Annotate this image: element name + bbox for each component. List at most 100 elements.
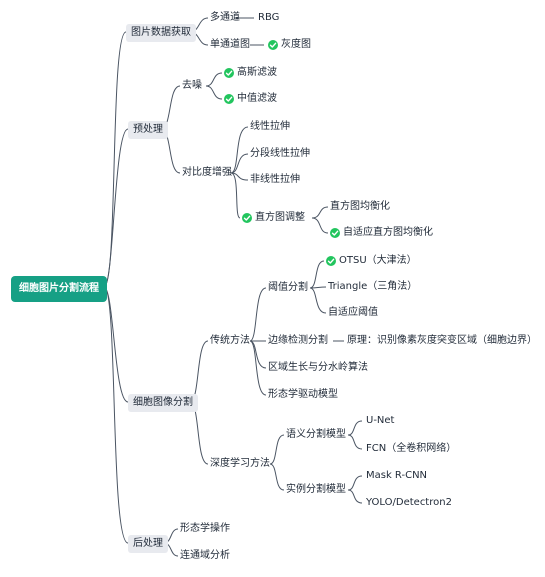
- rgb-node[interactable]: RBG: [258, 11, 279, 25]
- morph-ops-node[interactable]: 形态学操作: [180, 522, 230, 536]
- nonlinear-node[interactable]: 非线性拉伸: [250, 173, 300, 187]
- linear-label: 线性拉伸: [250, 121, 290, 132]
- connector-semantic-unet: [347, 420, 363, 436]
- acquire-node[interactable]: 图片数据获取: [126, 24, 196, 42]
- check-icon: [268, 40, 278, 50]
- hist-eq-node[interactable]: 直方图均衡化: [330, 200, 390, 214]
- segmentation-label: 细胞图像分割: [133, 397, 193, 408]
- traditional-label: 传统方法: [210, 335, 250, 346]
- connector-seg-traditional: [189, 340, 209, 403]
- hist-node[interactable]: 直方图调整: [242, 211, 305, 225]
- connector-contrast-hist: [230, 172, 241, 219]
- connected-label: 连通域分析: [180, 550, 230, 561]
- deep-label: 深度学习方法: [210, 458, 270, 469]
- postprocess-label: 后处理: [133, 538, 163, 549]
- edge-principle-node[interactable]: 原理：识别像素灰度突变区域（细胞边界）: [347, 334, 537, 348]
- connector-denoise-gaussian: [205, 72, 223, 87]
- check-icon: [242, 213, 252, 223]
- fcn-node[interactable]: FCN（全卷积网络）: [366, 442, 456, 456]
- check-icon: [326, 256, 336, 266]
- adaptive-threshold-label: 自适应阈值: [328, 307, 378, 318]
- unet-node[interactable]: U-Net: [366, 414, 394, 428]
- edge-node[interactable]: 边缘检测分割: [268, 334, 328, 348]
- median-label: 中值滤波: [237, 93, 277, 104]
- segmentation-node[interactable]: 细胞图像分割: [128, 394, 198, 412]
- adaptive-eq-label: 自适应直方图均衡化: [343, 227, 433, 238]
- connector-trad-morph: [249, 340, 267, 396]
- morph-driven-node[interactable]: 形态学驱动模型: [268, 388, 338, 402]
- fcn-label: FCN（全卷积网络）: [366, 443, 457, 454]
- connector-root-segmentation: [103, 286, 129, 403]
- connector-root-postprocess: [103, 286, 129, 544]
- traditional-node[interactable]: 传统方法: [210, 334, 250, 348]
- region-label: 区域生长与分水岭算法: [268, 362, 368, 373]
- mask-rcnn-label: Mask R-CNN: [366, 470, 428, 481]
- otsu-label: OTSU（大津法）: [339, 255, 417, 266]
- yolo-label: YOLO/Detectron2: [366, 497, 452, 508]
- connector-hist-eq: [311, 206, 329, 219]
- connector-root-acquire: [103, 31, 127, 288]
- denoise-node[interactable]: 去噪: [182, 79, 202, 93]
- multi-channel-node[interactable]: 多通道: [210, 11, 240, 25]
- gaussian-node[interactable]: 高斯滤波: [224, 66, 277, 80]
- morph-ops-label: 形态学操作: [180, 523, 230, 534]
- connector-hist-adaptive: [311, 217, 329, 234]
- acquire-label: 图片数据获取: [131, 27, 191, 38]
- connector-threshold-otsu: [309, 260, 325, 289]
- morph-driven-label: 形态学驱动模型: [268, 389, 338, 400]
- rgb-label: RBG: [258, 12, 280, 23]
- connector-root-preprocess: [103, 128, 129, 288]
- check-icon: [224, 94, 234, 104]
- edge-principle-label: 原理：识别像素灰度突变区域（细胞边界）: [347, 335, 537, 346]
- instance-node[interactable]: 实例分割模型: [286, 483, 346, 497]
- semantic-node[interactable]: 语义分割模型: [286, 428, 346, 442]
- connector-trad-threshold: [249, 287, 267, 342]
- connector-contrast-piecewise: [230, 153, 249, 174]
- edge-label: 边缘检测分割: [268, 335, 328, 346]
- unet-label: U-Net: [366, 415, 395, 426]
- connector-deep-instance: [269, 463, 285, 491]
- connected-node[interactable]: 连通域分析: [180, 549, 230, 563]
- single-channel-label: 单通道图: [210, 39, 250, 50]
- root-node[interactable]: 细胞图片分割流程: [11, 276, 107, 302]
- otsu-node[interactable]: OTSU（大津法）: [326, 254, 417, 268]
- semantic-label: 语义分割模型: [286, 429, 346, 440]
- triangle-node[interactable]: Triangle（三角法）: [328, 280, 417, 294]
- triangle-label: Triangle（三角法）: [328, 281, 418, 292]
- piecewise-label: 分段线性拉伸: [250, 148, 310, 159]
- connector-deep-semantic: [269, 434, 285, 465]
- yolo-node[interactable]: YOLO/Detectron2: [366, 496, 452, 510]
- multi-channel-label: 多通道: [210, 12, 240, 23]
- adaptive-threshold-node[interactable]: 自适应阈值: [328, 306, 378, 320]
- gray-node[interactable]: 灰度图: [268, 38, 311, 52]
- piecewise-node[interactable]: 分段线性拉伸: [250, 147, 310, 161]
- gray-label: 灰度图: [281, 39, 311, 50]
- connector-denoise-median: [205, 85, 223, 100]
- gaussian-label: 高斯滤波: [237, 67, 277, 78]
- connector-instance-yolo: [347, 489, 363, 504]
- single-channel-node[interactable]: 单通道图: [210, 38, 250, 52]
- preprocess-node[interactable]: 预处理: [128, 121, 168, 139]
- threshold-node[interactable]: 阈值分割: [268, 281, 308, 295]
- adaptive-eq-node[interactable]: 自适应直方图均衡化: [330, 226, 433, 240]
- check-icon: [330, 228, 340, 238]
- contrast-node[interactable]: 对比度增强: [182, 166, 232, 180]
- connector-instance-mask: [347, 475, 363, 491]
- denoise-label: 去噪: [182, 80, 202, 91]
- mask-rcnn-node[interactable]: Mask R-CNN: [366, 469, 427, 483]
- check-icon: [224, 68, 234, 78]
- contrast-label: 对比度增强: [182, 167, 232, 178]
- connector-contrast-linear: [230, 126, 249, 174]
- instance-label: 实例分割模型: [286, 484, 346, 495]
- connector-semantic-fcn: [347, 434, 363, 450]
- hist-label: 直方图调整: [255, 212, 305, 223]
- median-node[interactable]: 中值滤波: [224, 92, 277, 106]
- region-node[interactable]: 区域生长与分水岭算法: [268, 361, 368, 375]
- postprocess-node[interactable]: 后处理: [128, 535, 168, 553]
- root-label: 细胞图片分割流程: [19, 283, 99, 294]
- deep-node[interactable]: 深度学习方法: [210, 457, 270, 471]
- preprocess-label: 预处理: [133, 124, 163, 135]
- nonlinear-label: 非线性拉伸: [250, 174, 300, 185]
- linear-node[interactable]: 线性拉伸: [250, 120, 290, 134]
